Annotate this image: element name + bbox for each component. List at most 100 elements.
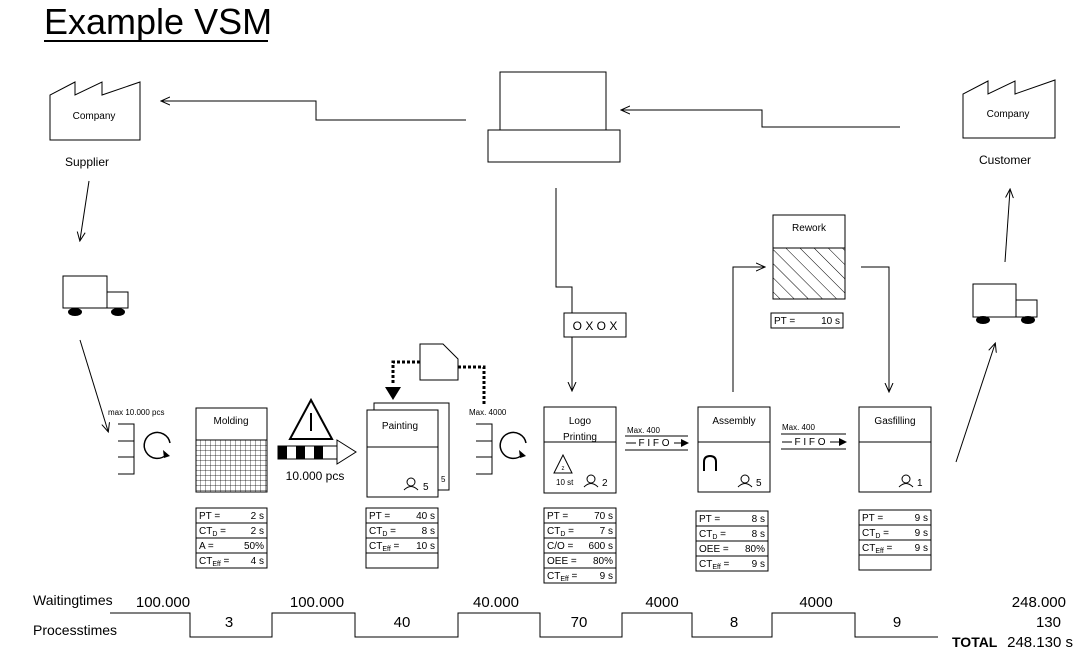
info-flow-to-supplier <box>162 101 466 121</box>
supplier-caption: Supplier <box>65 155 109 169</box>
signal-kanban-arrowhead <box>385 387 401 400</box>
timeline-line <box>110 612 938 638</box>
truck-to-customer-arrow <box>1004 190 1010 263</box>
signal-kanban-path-right <box>458 365 486 404</box>
process-time-2: 40 <box>394 614 411 631</box>
table-row-key: CTEff = <box>199 556 230 568</box>
waiting-time-5: 4000 <box>799 594 832 611</box>
production-control-icon <box>487 71 621 163</box>
table-row-key: CTEff = <box>699 559 730 571</box>
table-row-value: 40 s <box>416 511 435 522</box>
warning-inventory-qty: 10.000 pcs <box>286 469 345 483</box>
table-row-key: CTEff = <box>547 571 578 583</box>
molding-process-box: Molding <box>195 407 268 493</box>
table-row <box>195 552 268 569</box>
gasfilling-name: Gasfilling <box>874 416 915 427</box>
customer-factory-icon: Company <box>962 79 1056 139</box>
page-title: Example VSM <box>44 1 272 42</box>
table-row-key: PT = <box>547 511 568 522</box>
waiting-time-1: 100.000 <box>136 594 190 611</box>
logo-printing-operator-icon <box>583 474 599 488</box>
table-row <box>543 567 617 584</box>
process-time-1: 3 <box>225 614 233 631</box>
assembly-to-rework-arrow <box>732 267 764 392</box>
table-row-value: 600 s <box>589 541 613 552</box>
molding-cycle-icon <box>143 431 171 460</box>
table-row <box>858 554 932 571</box>
fifo1-max-label: Max. 400 <box>627 426 660 435</box>
fifo2-label: F I F O <box>794 437 825 448</box>
logo-printing-stock-label: 10 st <box>556 478 574 487</box>
process-time-3: 70 <box>571 614 588 631</box>
molding-inventory-max-label: max 10.000 pcs <box>108 408 164 417</box>
assembly-name: Assembly <box>712 416 755 427</box>
customer-truck-icon <box>972 283 1038 324</box>
painting-cycle-icon <box>499 431 527 460</box>
table-row-value: 2 s <box>251 526 264 537</box>
waiting-time-2: 100.000 <box>290 594 344 611</box>
table-row-key: C/O = <box>547 541 574 552</box>
molding-supermarket-icon <box>118 423 135 475</box>
info-flow-to-logo-printing <box>555 188 572 390</box>
table-row-key: A = <box>199 541 214 552</box>
table-row-key: CTD = <box>862 528 889 540</box>
fifo2-max-label: Max. 400 <box>782 423 815 432</box>
gasfilling-operators: 1 <box>917 478 923 489</box>
painting-operators-back: 5 <box>441 475 446 484</box>
total-waiting-time: 248.000 <box>1012 594 1066 611</box>
table-row-value: 8 s <box>752 529 765 540</box>
table-row-value: 80% <box>745 544 765 555</box>
rework-to-gasfilling-arrow <box>861 266 889 391</box>
painting-supermarket-icon <box>476 423 493 475</box>
push-arrow-icon <box>277 439 357 465</box>
table-row-key: PT = <box>369 511 390 522</box>
painting-process-box: Painting 5 5 <box>366 402 450 498</box>
table-row-value: 10 s <box>416 541 435 552</box>
rework-data-table: PT =10 s <box>770 312 844 329</box>
table-row-key: PT = <box>699 514 720 525</box>
signal-kanban-icon <box>419 343 459 381</box>
table-row-value: 50% <box>244 541 264 552</box>
molding-name: Molding <box>213 416 248 427</box>
supplier-factory-icon: Company <box>49 81 141 141</box>
table-row-value: 8 s <box>422 526 435 537</box>
table-row <box>695 555 769 572</box>
waiting-time-4: 4000 <box>645 594 678 611</box>
table-row-key: PT = <box>774 316 795 327</box>
waiting-time-3: 40.000 <box>473 594 519 611</box>
assembly-operators: 5 <box>756 478 762 489</box>
table-row-key: CTD = <box>547 526 574 538</box>
table-row-key: OEE = <box>547 556 577 567</box>
painting-name: Painting <box>382 421 418 432</box>
logo-printing-triangle-label: z <box>562 466 565 472</box>
total-process-time: 130 <box>1036 614 1061 631</box>
gasfilling-operator-icon <box>898 474 914 488</box>
table-row-value: 9 s <box>915 528 928 539</box>
logo-printing-name-2: Printing <box>563 432 597 443</box>
process-time-5: 9 <box>893 614 901 631</box>
assembly-operator-icon <box>737 474 753 488</box>
customer-caption: Customer <box>979 153 1031 167</box>
supplier-truck-icon <box>62 275 129 316</box>
process-times-label: Processtimes <box>33 622 117 638</box>
assembly-magnet-icon <box>703 454 717 471</box>
table-row-value: 9 s <box>915 513 928 524</box>
table-row-key: PT = <box>199 511 220 522</box>
table-row-value: 8 s <box>752 514 765 525</box>
table-row-value: 2 s <box>251 511 264 522</box>
kanban-box <box>563 312 627 338</box>
table-row-value: 70 s <box>594 511 613 522</box>
gasfilling-to-truck-arrow <box>955 344 995 463</box>
inventory-warning-icon <box>288 397 334 440</box>
logo-printing-operators: 2 <box>602 478 608 489</box>
table-row-key: CTD = <box>699 529 726 541</box>
table-row-key: OEE = <box>699 544 729 555</box>
table-row <box>770 312 844 329</box>
truck-to-molding-arrow <box>79 339 108 431</box>
